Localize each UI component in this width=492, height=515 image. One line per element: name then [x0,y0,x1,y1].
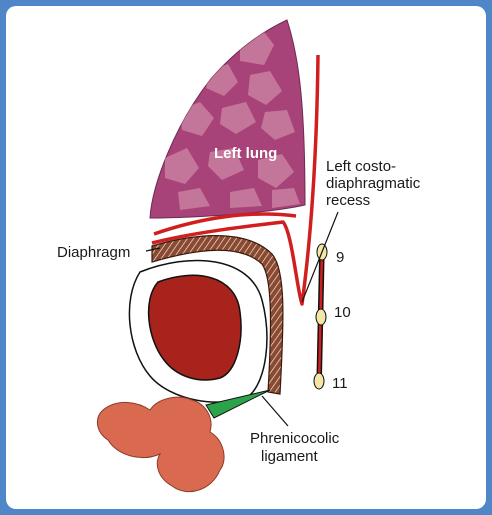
rib-10-label: 10 [334,304,351,321]
diagram-frame: Left lung 9 10 11 Left costo- diaphragma… [6,6,486,509]
diaphragm-leader-line [145,247,161,252]
rib-11-label: 11 [332,375,348,392]
recess-label-line3: recess [326,192,370,209]
diaphragm-label: Diaphragm [57,244,130,261]
recess-label-line1: Left costo- [326,158,396,175]
diaphragm [151,235,284,395]
rib-cross-section-icon [315,308,327,326]
rib-10: 10 [315,304,351,326]
recess-label-line2: diaphragmatic [326,175,421,192]
colon [96,396,225,493]
recess-leader-line [301,211,339,303]
ligament-label-line2: ligament [261,448,319,465]
ligament-leader-line [261,395,289,427]
ligament-label-line1: Phrenicocolic [250,430,340,447]
phrenicocolic-ligament [205,389,271,419]
diagram-canvas: Left lung 9 10 11 Left costo- diaphragma… [57,19,421,493]
rib-9-label: 9 [336,249,344,266]
pleura-line-upper [153,212,297,236]
left-lung-label: Left lung [214,145,277,162]
pleura-line [151,54,320,306]
rib-11: 11 [313,372,348,392]
spleen [128,259,268,403]
left-lung: Left lung [149,19,306,219]
rib-cross-section-icon [313,372,325,390]
